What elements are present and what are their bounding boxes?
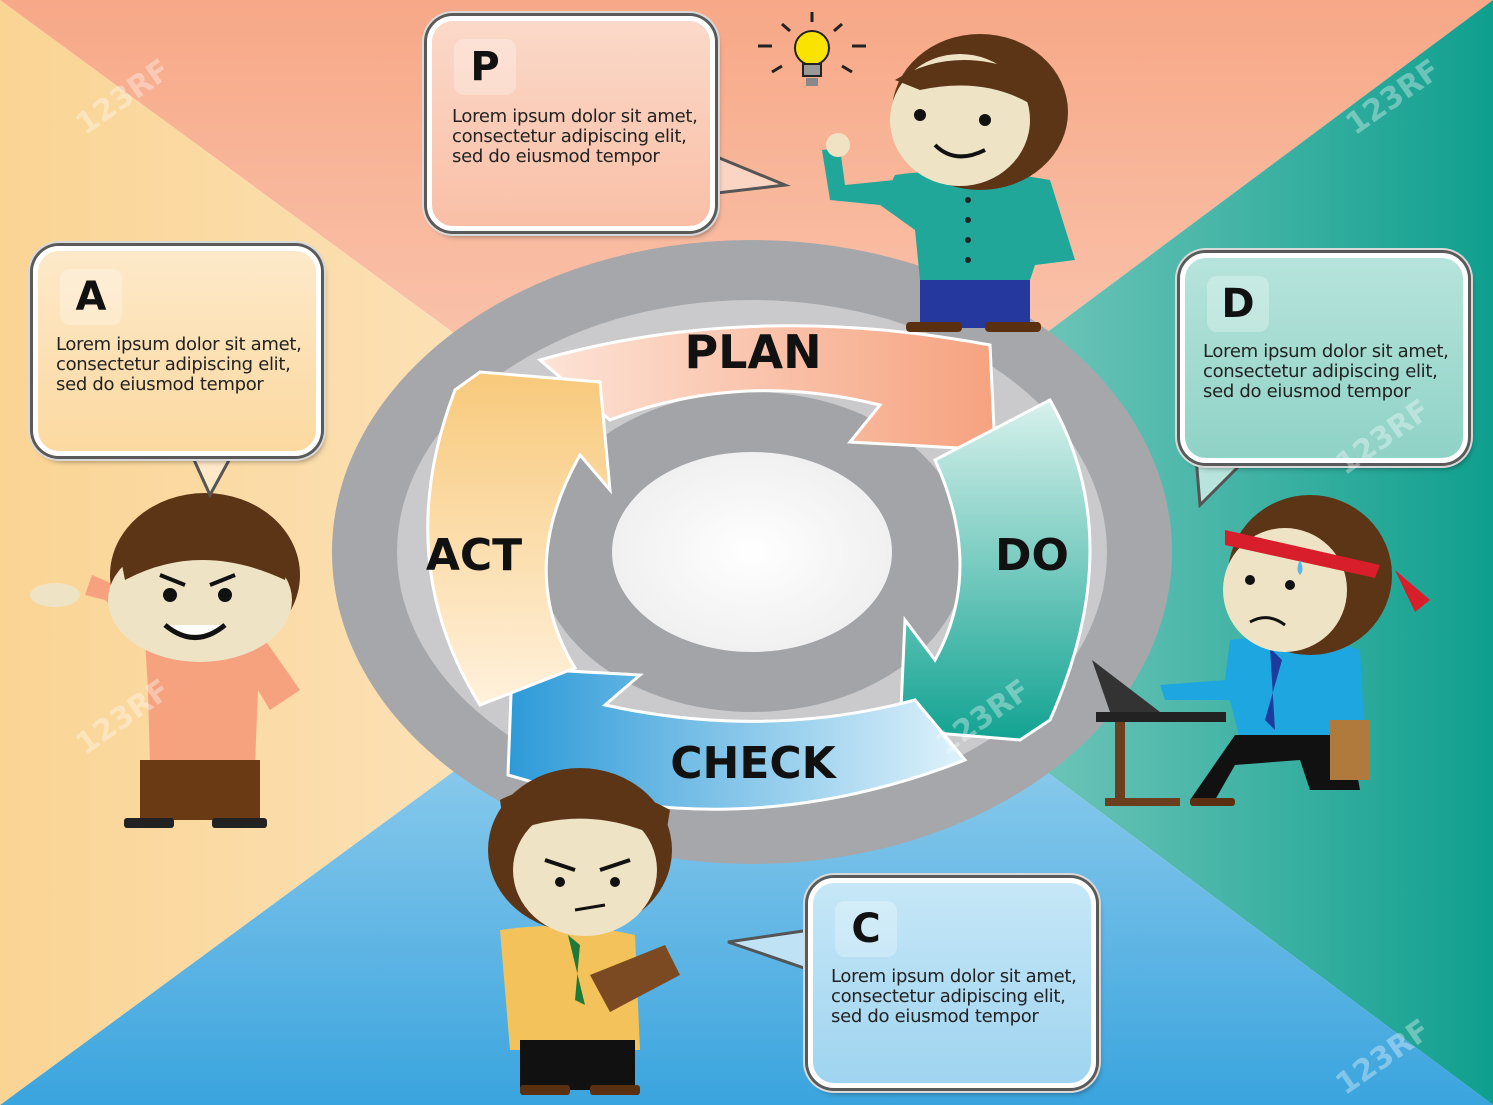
stage-label-act: ACT [426,530,522,581]
bubble-line: sed do eiusmod tempor [1203,381,1411,402]
speech-bubble-a: A Lorem ipsum dolor sit amet, consectetu… [33,246,321,456]
act-character [30,493,300,828]
plan-arrow [536,324,997,452]
stage-label-do: DO [995,530,1069,581]
plan-character [822,34,1075,332]
act-arrow [426,370,612,707]
bubble-letter-c: C [835,901,897,957]
bubble-line: sed do eiusmod tempor [56,374,264,395]
bubble-line: consectetur adipiscing elit, [452,126,687,147]
bubble-line: consectetur adipiscing elit, [56,354,291,375]
bubble-line: Lorem ipsum dolor sit amet, [56,334,302,355]
check-character [488,768,680,1095]
bubble-text-p: Lorem ipsum dolor sit amet, consectetur … [452,107,712,167]
bubble-line: Lorem ipsum dolor sit amet, [1203,341,1449,362]
center-disc [612,452,892,652]
speech-bubble-p: P Lorem ipsum dolor sit amet, consectetu… [427,16,715,231]
speech-bubble-d: D Lorem ipsum dolor sit amet, consectetu… [1180,253,1468,463]
bubble-line: Lorem ipsum dolor sit amet, [452,106,698,127]
bubble-line: sed do eiusmod tempor [831,1006,1039,1027]
bubble-letter-a: A [60,269,122,325]
stage-label-check: CHECK [670,738,837,789]
bubble-line: consectetur adipiscing elit, [1203,361,1438,382]
bubble-line: Lorem ipsum dolor sit amet, [831,966,1077,987]
do-arrow [898,398,1092,742]
speech-bubble-c: C Lorem ipsum dolor sit amet, consectetu… [808,878,1096,1088]
bubble-letter-p: P [454,39,516,95]
bubble-text-d: Lorem ipsum dolor sit amet, consectetur … [1203,342,1463,402]
bubble-letter-d: D [1207,276,1269,332]
bubble-line: sed do eiusmod tempor [452,146,660,167]
lightbulb-icon [758,12,866,86]
bubble-line: consectetur adipiscing elit, [831,986,1066,1007]
bubble-text-c: Lorem ipsum dolor sit amet, consectetur … [831,967,1091,1027]
do-character [1092,495,1430,806]
stage-label-plan: PLAN [684,325,821,379]
check-arrow [506,666,968,811]
bubble-text-a: Lorem ipsum dolor sit amet, consectetur … [56,335,316,395]
